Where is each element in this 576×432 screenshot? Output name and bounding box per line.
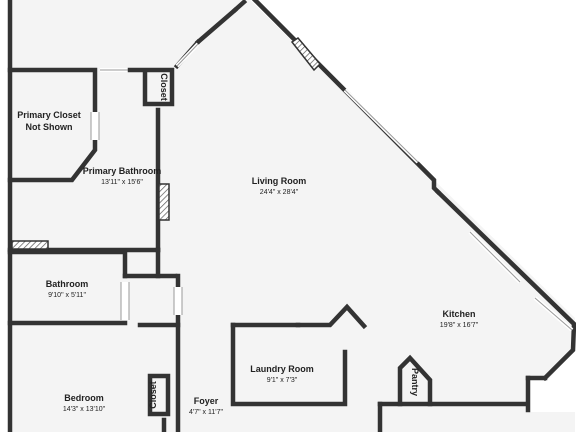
dims-foyer: 4'7" x 11'7": [189, 409, 223, 416]
label-primary-closet: Primary Closet: [17, 110, 81, 120]
label-bedroom: Bedroom: [64, 393, 104, 403]
dims-bathroom: 9'10" x 5'11": [48, 292, 86, 299]
door-openings: [90, 112, 183, 320]
fireplace: [290, 37, 322, 72]
label-closet-bedroom: Closet: [148, 381, 158, 409]
label-laundry-room: Laundry Room: [250, 364, 314, 374]
dims-kitchen: 19'8" x 16'7": [440, 322, 479, 329]
dims-primary-bathroom: 13'11" x 15'6": [101, 179, 143, 186]
vent-hall: [11, 240, 49, 250]
interior-walls: [7, 67, 433, 432]
label-closet-primary: Closet: [159, 73, 169, 101]
windows: [100, 42, 574, 332]
label-primary-bathroom: Primary Bathroom: [83, 166, 162, 176]
dims-living-room: 24'4" x 28'4": [260, 189, 299, 196]
label-bathroom: Bathroom: [46, 279, 89, 289]
label-primary-closet-note: Not Shown: [26, 122, 73, 132]
dims-bedroom: 14'3" x 13'10": [63, 406, 106, 413]
dims-laundry-room: 9'1" x 7'3": [267, 377, 298, 384]
exterior-walls: [7, 0, 576, 432]
label-foyer: Foyer: [194, 396, 219, 406]
label-pantry: Pantry: [410, 368, 420, 396]
label-living-room: Living Room: [252, 176, 307, 186]
room-labels: Primary Closet Not Shown Closet Primary …: [17, 73, 478, 416]
vent-bathroom: [158, 183, 170, 221]
label-kitchen: Kitchen: [442, 309, 475, 319]
